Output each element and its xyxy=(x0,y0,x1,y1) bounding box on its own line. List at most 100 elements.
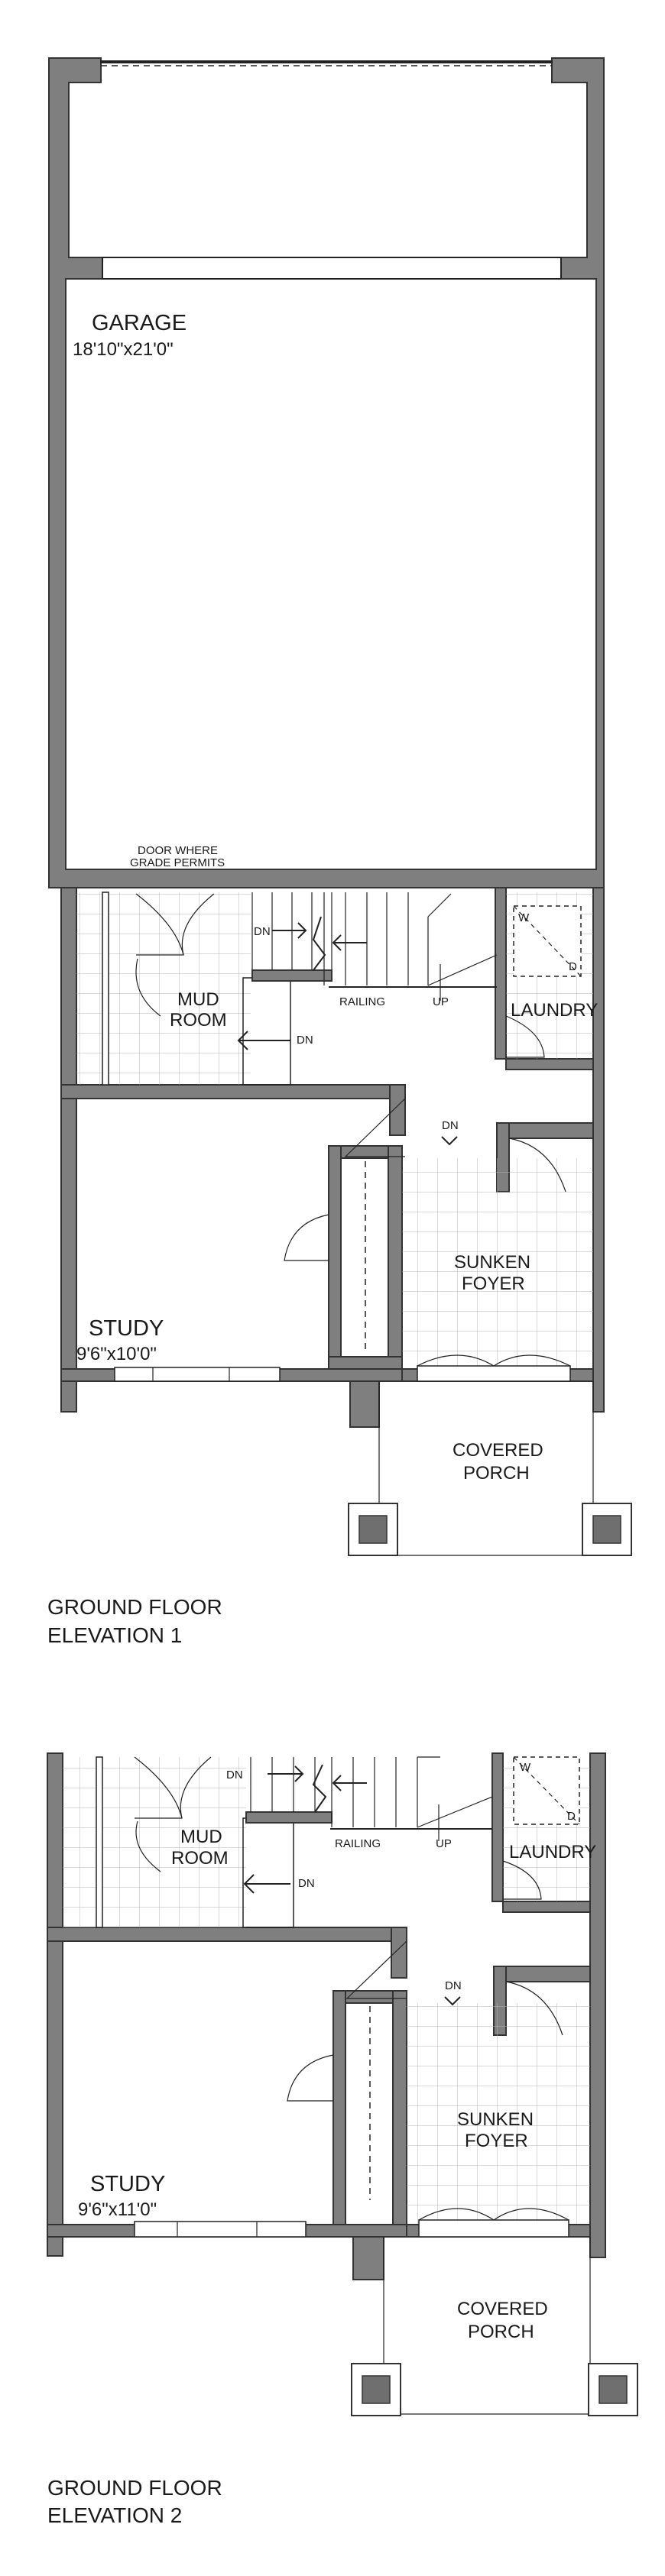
chevron-down-icon xyxy=(444,1996,461,2006)
arrow-left-icon xyxy=(243,1874,255,1894)
arrow-right-icon xyxy=(294,1765,304,1782)
mud-room-label-2: ROOM xyxy=(171,1848,229,1869)
mud-room-closet-door xyxy=(135,1820,161,1872)
porch-column-core xyxy=(362,2375,391,2404)
study-window xyxy=(114,1367,281,1382)
appliance-diagonal xyxy=(513,1756,580,1825)
laundry-door-swing xyxy=(502,1860,542,1900)
foyer-label-2: FOYER xyxy=(462,1273,525,1294)
door-note-line1: DOOR WHERE xyxy=(138,844,218,857)
garage-door xyxy=(102,257,562,280)
study-dimensions: 9'6"x11'0" xyxy=(78,2199,157,2220)
mud-room-closet-door xyxy=(135,958,161,1017)
up-label: UP xyxy=(436,1837,452,1850)
washer-dryer xyxy=(513,905,582,977)
mud-room-label-1: MUD xyxy=(180,1827,222,1847)
study-dimensions: 9'6"x10'0" xyxy=(76,1344,157,1364)
laundry-south-wall xyxy=(505,1058,594,1070)
railing-label: RAILING xyxy=(335,1837,381,1850)
front-door-swing xyxy=(417,1354,571,1367)
caption-line2: ELEVATION 2 xyxy=(47,2503,182,2527)
west-wall-upper xyxy=(47,1752,63,1928)
caption-line2: ELEVATION 1 xyxy=(47,1623,182,1647)
upper-stair-treads xyxy=(323,892,429,985)
bench xyxy=(102,892,109,1086)
porch-pier xyxy=(352,2236,384,2280)
study-east-wall-upper xyxy=(391,1927,407,1979)
garage-walls xyxy=(48,57,605,888)
study-north-wall xyxy=(47,1927,407,1942)
porch-label-2: PORCH xyxy=(468,2322,534,2342)
laundry-south-wall xyxy=(502,1901,591,1913)
stair-core: DN RAILING UP xyxy=(251,892,498,1008)
stair-down-label: DN xyxy=(226,1769,243,1782)
foyer-floor-tile xyxy=(402,1158,593,1369)
arrow-left-icon xyxy=(237,1031,248,1050)
front-door xyxy=(417,1365,571,1382)
porch-label-1: COVERED xyxy=(457,2299,548,2319)
upper-stair-treads xyxy=(331,1757,418,1827)
study-label: STUDY xyxy=(90,2172,165,2196)
porch-column-core xyxy=(358,1515,388,1544)
study-east-wall-upper xyxy=(389,1084,406,1136)
foyer-label-2: FOYER xyxy=(465,2131,528,2151)
winder-treads xyxy=(427,893,498,1001)
laundry-west-wall xyxy=(495,887,507,1060)
study-label: STUDY xyxy=(89,1316,164,1341)
garage-dimensions: 18'10"x21'0" xyxy=(73,339,174,360)
study-closet-door xyxy=(287,2054,334,2102)
stair-down-treads xyxy=(242,1817,294,1928)
sunken-foyer: DN SUNKEN FOYER xyxy=(401,1119,594,1382)
porch-pier xyxy=(349,1380,380,1428)
mud-room-label-1: MUD xyxy=(177,989,219,1010)
study-closet-door xyxy=(284,1214,329,1261)
stair-break-line xyxy=(312,916,326,971)
porch-column-core xyxy=(598,2375,628,2404)
plan-elevation-2: MUD ROOM DN DN RAILING UP xyxy=(47,1752,638,2527)
caption-line1: GROUND FLOOR xyxy=(47,1595,222,1619)
mud-room-label-2: ROOM xyxy=(170,1010,227,1031)
porch-column-core xyxy=(592,1515,621,1544)
foyer-closet-door xyxy=(505,1981,563,2036)
porch-label-1: COVERED xyxy=(453,1440,543,1461)
porch-label-2: PORCH xyxy=(463,1463,530,1484)
closet-north-wall xyxy=(493,1966,591,1982)
covered-porch: COVERED PORCH xyxy=(348,1380,632,1556)
garage-header-beam xyxy=(100,60,553,63)
laundry-label: LAUNDRY xyxy=(511,1000,598,1021)
mud-door-swing-2 xyxy=(181,893,215,956)
bench xyxy=(96,1756,103,1928)
study-closet-wall xyxy=(328,1145,342,1370)
hall-door-swing xyxy=(344,1098,406,1157)
mud-door-swing-2 xyxy=(180,1756,212,1819)
east-wall xyxy=(589,1752,606,2258)
door-note-line2: GRADE PERMITS xyxy=(130,856,225,869)
closet-north-wall xyxy=(496,1122,594,1139)
laundry-label: LAUNDRY xyxy=(509,1842,596,1862)
front-door-swing xyxy=(418,2208,569,2221)
stair-core: DN RAILING UP xyxy=(226,1756,493,1850)
plan-elevation-1: GARAGE 18'10"x21'0" DOOR WHERE GRADE PER… xyxy=(47,57,632,1647)
mud-room-floor-tile xyxy=(63,1757,246,1927)
mud-room: MUD ROOM DN xyxy=(63,1756,315,1928)
foyer-floor-tile xyxy=(407,2003,590,2225)
dryer-label: D xyxy=(569,960,577,973)
foyer-west-wall xyxy=(392,1990,407,2225)
stair-break-line xyxy=(312,1764,327,1813)
laundry-west-wall xyxy=(491,1752,504,1902)
stair-landing-wall xyxy=(251,969,332,982)
washer-label: W xyxy=(518,911,530,924)
study-closet-wall xyxy=(332,1990,346,2225)
garage-label: GARAGE xyxy=(92,311,187,335)
mud-down-label: DN xyxy=(298,1877,315,1890)
study: STUDY 9'6"x10'0" xyxy=(60,1161,403,1382)
garage: GARAGE 18'10"x21'0" xyxy=(48,57,605,888)
washer-label: W xyxy=(520,1761,531,1774)
closet-bottom-wall xyxy=(328,1356,403,1370)
mud-room: DOOR WHERE GRADE PERMITS MUD ROOM DN xyxy=(76,844,313,1086)
lower-stair-treads xyxy=(250,1757,316,1812)
laundry: W D LAUNDRY xyxy=(502,1756,596,1901)
study-north-wall xyxy=(60,1084,406,1099)
up-label: UP xyxy=(433,995,449,1008)
front-door xyxy=(418,2219,569,2238)
